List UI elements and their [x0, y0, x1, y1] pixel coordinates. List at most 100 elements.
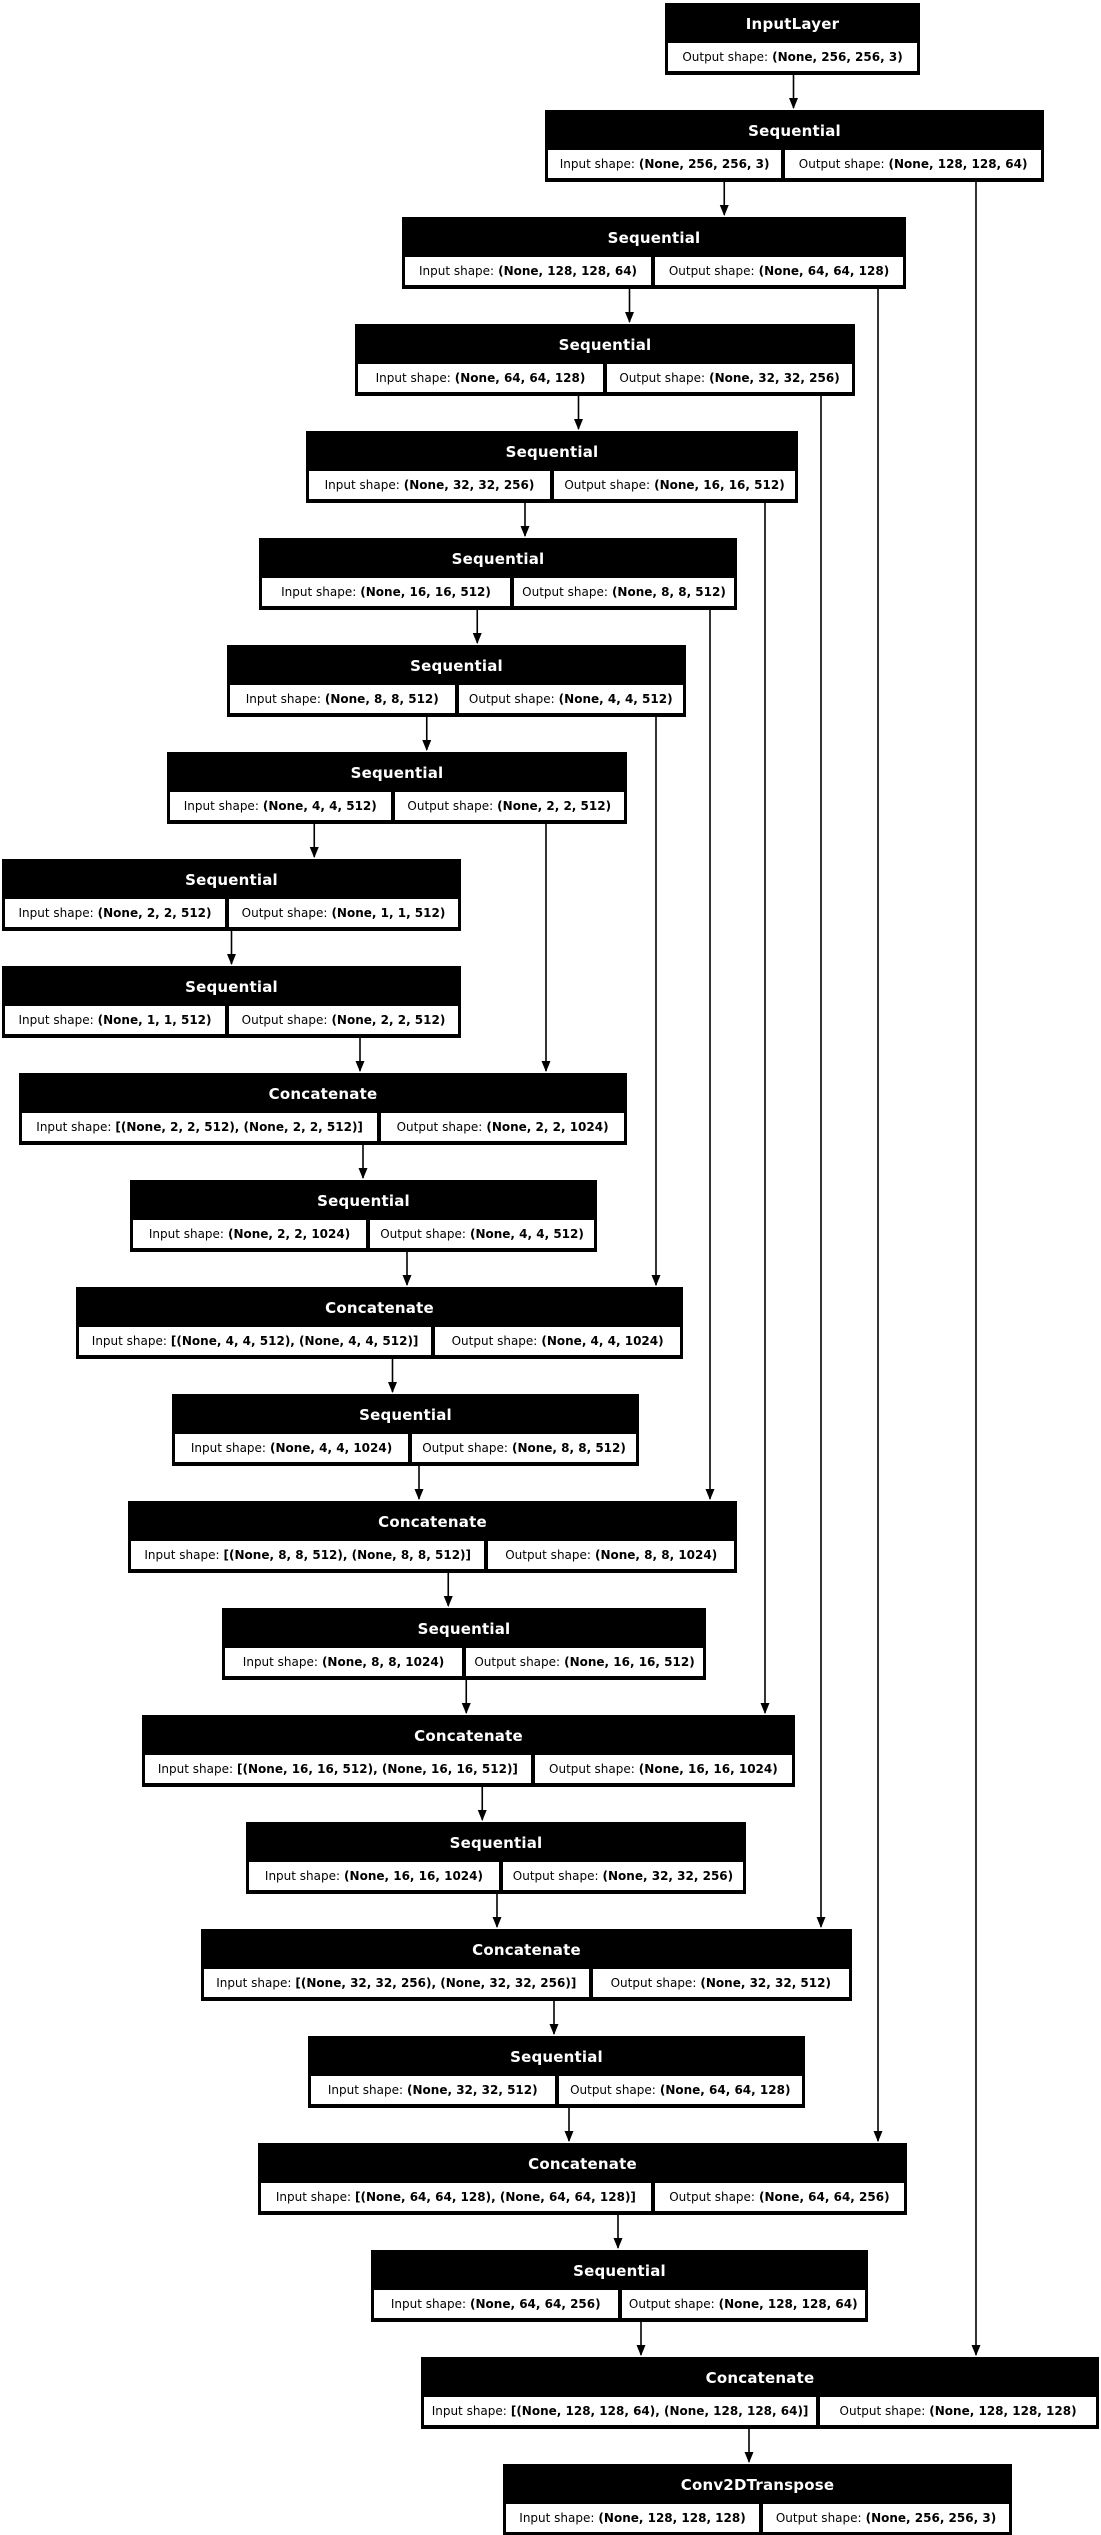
output-shape-cell: Output shape:(None, 4, 4, 512): [458, 685, 683, 713]
output-shape-value: (None, 16, 16, 512): [654, 478, 785, 492]
output-shape-value: (None, 4, 4, 1024): [541, 1334, 664, 1348]
input-shape-prefix: Input shape:: [91, 1334, 167, 1348]
input-shape-value: (None, 16, 16, 1024): [344, 1869, 483, 1883]
layer-type-label: Sequential: [505, 442, 599, 461]
layer-type-label: Sequential: [185, 870, 278, 889]
output-shape-cell: Output shape:(None, 8, 8, 512): [412, 1434, 636, 1462]
output-shape-value: (None, 8, 8, 1024): [594, 1548, 718, 1562]
input-shape-cell: Input shape:(None, 4, 4, 512): [170, 792, 391, 820]
output-shape-cell: Output shape:(None, 2, 2, 512): [394, 792, 624, 820]
layer-type-label: Concatenate: [705, 2368, 815, 2387]
output-shape-prefix: Output shape:: [668, 264, 755, 278]
shape-row: Input shape:(None, 128, 128, 128)Output …: [506, 2504, 1009, 2532]
layer-type-label: Sequential: [748, 121, 841, 140]
input-shape-prefix: Input shape:: [375, 371, 451, 385]
layer-type-label: Sequential: [317, 1191, 410, 1210]
output-shape-cell: Output shape:(None, 2, 2, 512): [229, 1006, 458, 1034]
input-shape-cell: Input shape:[(None, 32, 32, 256), (None,…: [204, 1969, 589, 1997]
input-shape-value: (None, 32, 32, 256): [403, 478, 535, 492]
input-shape-prefix: Input shape:: [519, 2511, 595, 2525]
shape-row: Input shape:[(None, 2, 2, 512), (None, 2…: [22, 1113, 624, 1141]
input-shape-prefix: Input shape:: [242, 1655, 318, 1669]
layer-type-label: Concatenate: [325, 1298, 434, 1317]
input-shape-value: (None, 64, 64, 128): [454, 371, 586, 385]
output-shape-value: (None, 256, 256, 3): [865, 2511, 997, 2525]
input-shape-prefix: Input shape:: [324, 478, 400, 492]
output-shape-value: (None, 64, 64, 128): [659, 2083, 791, 2097]
shape-row: Input shape:[(None, 4, 4, 512), (None, 4…: [79, 1327, 680, 1355]
input-shape-prefix: Input shape:: [418, 264, 495, 278]
output-shape-cell: Output shape:(None, 128, 128, 64): [785, 150, 1041, 178]
shape-row: Input shape:[(None, 8, 8, 512), (None, 8…: [131, 1541, 734, 1569]
input-shape-cell: Input shape:(None, 64, 64, 128): [358, 364, 603, 392]
output-shape-cell: Output shape:(None, 128, 128, 64): [621, 2290, 865, 2318]
shape-row: Input shape:(None, 1, 1, 512)Output shap…: [5, 1006, 458, 1034]
output-shape-prefix: Output shape:: [610, 1976, 697, 1990]
output-shape-value: (None, 8, 8, 512): [511, 1441, 626, 1455]
output-shape-cell: Output shape:(None, 4, 4, 1024): [435, 1327, 680, 1355]
output-shape-prefix: Output shape:: [839, 2404, 926, 2418]
layer-type-label: Sequential: [185, 977, 278, 996]
shape-row: Input shape:(None, 128, 128, 64)Output s…: [405, 257, 903, 285]
layer-type-label: Concatenate: [472, 1940, 581, 1959]
input-shape-cell: Input shape:(None, 16, 16, 512): [262, 578, 511, 606]
output-shape-value: (None, 4, 4, 512): [558, 692, 673, 706]
input-shape-cell: Input shape:(None, 2, 2, 512): [5, 899, 226, 927]
shape-row: Input shape:(None, 2, 2, 512)Output shap…: [5, 899, 458, 927]
input-shape-value: [(None, 128, 128, 64), (None, 128, 128, …: [510, 2404, 809, 2418]
input-shape-cell: Input shape:(None, 256, 256, 3): [548, 150, 782, 178]
input-shape-cell: Input shape:(None, 2, 2, 1024): [133, 1220, 367, 1248]
input-shape-cell: Input shape:(None, 64, 64, 256): [374, 2290, 618, 2318]
input-shape-value: (None, 256, 256, 3): [638, 157, 770, 171]
output-shape-prefix: Output shape:: [241, 1013, 328, 1027]
input-shape-value: (None, 4, 4, 512): [262, 799, 377, 813]
output-shape-value: (None, 16, 16, 512): [564, 1655, 695, 1669]
input-shape-value: [(None, 16, 16, 512), (None, 16, 16, 512…: [237, 1762, 518, 1776]
input-shape-cell: Input shape:[(None, 64, 64, 128), (None,…: [261, 2183, 651, 2211]
input-shape-value: (None, 4, 4, 1024): [269, 1441, 393, 1455]
layer-type-label: Conv2DTranspose: [680, 2475, 835, 2494]
output-shape-prefix: Output shape:: [798, 157, 885, 171]
output-shape-value: (None, 32, 32, 256): [602, 1869, 734, 1883]
output-shape-cell: Output shape:(None, 256, 256, 3): [763, 2504, 1009, 2532]
output-shape-prefix: Output shape:: [468, 692, 555, 706]
input-shape-cell: Input shape:(None, 16, 16, 1024): [249, 1862, 499, 1890]
layer-type-label: Sequential: [449, 1833, 543, 1852]
input-shape-value: [(None, 64, 64, 128), (None, 64, 64, 128…: [355, 2190, 636, 2204]
layer-type-label: Sequential: [410, 656, 503, 675]
input-shape-value: (None, 2, 2, 512): [97, 906, 212, 920]
input-shape-cell: Input shape:[(None, 8, 8, 512), (None, 8…: [131, 1541, 485, 1569]
output-shape-value: (None, 32, 32, 512): [700, 1976, 831, 1990]
input-shape-prefix: Input shape:: [431, 2404, 507, 2418]
output-shape-cell: Output shape:(None, 1, 1, 512): [229, 899, 458, 927]
layer-type-label: Sequential: [359, 1405, 452, 1424]
input-shape-cell: Input shape:(None, 4, 4, 1024): [175, 1434, 409, 1462]
layer-type-label: Sequential: [451, 549, 545, 568]
layer-type-label: Concatenate: [528, 2154, 637, 2173]
input-shape-value: (None, 32, 32, 512): [407, 2083, 538, 2097]
output-shape-prefix: Output shape:: [422, 1441, 508, 1455]
input-shape-prefix: Input shape:: [18, 906, 94, 920]
shape-row: Output shape:(None, 256, 256, 3): [668, 43, 917, 71]
layer-type-label: Concatenate: [414, 1726, 523, 1745]
input-shape-cell: Input shape:[(None, 4, 4, 512), (None, 4…: [79, 1327, 432, 1355]
output-shape-prefix: Output shape:: [549, 1762, 635, 1776]
output-shape-value: (None, 128, 128, 64): [888, 157, 1028, 171]
shape-row: Input shape:(None, 32, 32, 512)Output sh…: [311, 2076, 802, 2104]
input-shape-value: [(None, 2, 2, 512), (None, 2, 2, 512)]: [115, 1120, 363, 1134]
output-shape-cell: Output shape:(None, 2, 2, 1024): [381, 1113, 624, 1141]
shape-row: Input shape:(None, 64, 64, 256)Output sh…: [374, 2290, 865, 2318]
input-shape-value: [(None, 8, 8, 512), (None, 8, 8, 512)]: [223, 1548, 472, 1562]
layer-type-label: InputLayer: [745, 14, 840, 33]
output-shape-prefix: Output shape:: [505, 1548, 591, 1562]
